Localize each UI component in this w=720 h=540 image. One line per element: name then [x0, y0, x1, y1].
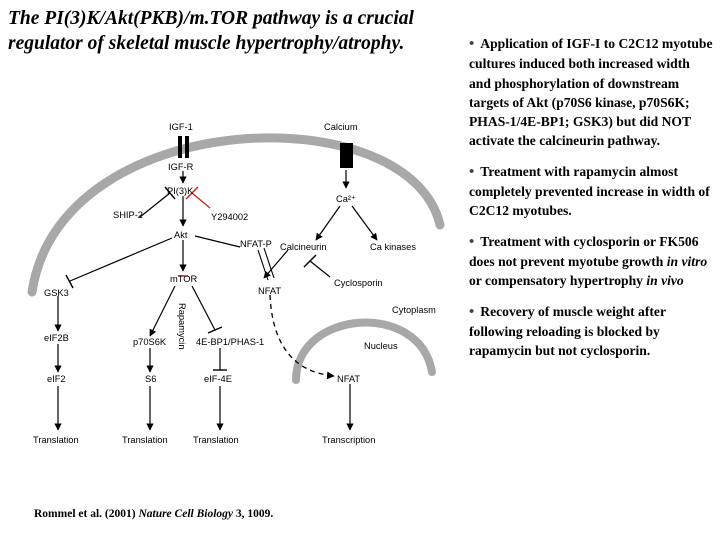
igf-receptor-bar-right — [185, 136, 189, 158]
arrow-nfat-nucleus-dashed — [269, 294, 335, 380]
bullet-item: •Application of IGF-I to C2C12 myotube c… — [469, 34, 714, 151]
label-cytoplasm: Cytoplasm — [392, 305, 436, 315]
bullet-dot-icon: • — [469, 36, 475, 52]
nuclear-envelope — [292, 318, 436, 384]
label-nucleus: Nucleus — [364, 341, 398, 351]
label-translation-2: Translation — [122, 435, 168, 445]
label-cyclosporin: Cyclosporin — [334, 278, 383, 288]
inhibit-y294002-bar — [185, 186, 199, 200]
citation-journal: Nature Cell Biology — [138, 508, 233, 520]
bullet-dot-icon: • — [469, 303, 475, 320]
bullet-dot-icon: • — [469, 233, 475, 250]
citation: Rommel et al. (2001) Nature Cell Biology… — [34, 508, 273, 520]
bullet-italic-term: in vitro — [666, 253, 708, 269]
label-eif4e: eIF-4E — [204, 374, 232, 384]
label-calcineurin: Calcineurin — [280, 242, 327, 252]
label-nfatp: NFAT-P — [240, 239, 272, 249]
label-transcription: Transcription — [322, 435, 375, 445]
citation-authors: Rommel et al. (2001) — [34, 508, 139, 520]
bullet-text: Treatment with cyclosporin or FK506 does… — [469, 233, 699, 269]
igf-receptor-bar-left — [178, 136, 182, 158]
label-p70s6k: p70S6K — [133, 337, 167, 347]
label-mtor: mTOR — [170, 274, 197, 284]
bullet-item: •Recovery of muscle weight after followi… — [469, 302, 714, 361]
label-y294002: Y294002 — [211, 212, 248, 222]
inhibit-mtor-4ebp1-bar — [207, 326, 223, 334]
label-calcium: Calcium — [324, 122, 358, 132]
pathway-diagram: IGF-1 Calcium IGF-R Ca²⁺ PI(3)K SHIP-2 Y… — [27, 122, 445, 445]
inhibit-ship2-pi3k-bar — [164, 186, 176, 200]
bullet-item: •Treatment with cyclosporin or FK506 doe… — [469, 232, 714, 291]
label-rapamycin: Rapamycin — [177, 303, 187, 350]
inhibit-akt-gsk3 — [69, 237, 173, 282]
label-4ebp1: 4E-BP1/PHAS-1 — [196, 337, 264, 347]
label-gsk3: GSK3 — [44, 288, 69, 298]
inhibit-mtor-4ebp1 — [191, 285, 216, 331]
bullet-text: Application of IGF-I to C2C12 myotube cu… — [469, 36, 713, 149]
label-translation-3: Translation — [193, 435, 239, 445]
citation-volume: 3, 1009. — [233, 508, 274, 520]
label-nfat: NFAT — [258, 286, 281, 296]
inhibit-akt-nfatp — [194, 235, 241, 248]
label-ca2: Ca²⁺ — [336, 194, 356, 204]
label-s6: S6 — [145, 374, 156, 384]
inhibit-cyclosporin-bar — [303, 254, 317, 268]
inhibit-akt-gsk3-bar — [65, 274, 74, 289]
label-igf1: IGF-1 — [169, 122, 193, 132]
label-translation-1: Translation — [33, 435, 79, 445]
bullet-italic-term: in vivo — [646, 273, 684, 289]
nfat-equilibrium-reverse — [263, 247, 275, 279]
cell-membrane — [27, 133, 445, 297]
arrow-calcineurin-nfat — [263, 249, 289, 279]
arrow-ca2-calcineurin — [315, 205, 341, 241]
label-ship2: SHIP-2 — [113, 210, 143, 220]
bullet-list: •Application of IGF-I to C2C12 myotube c… — [469, 34, 714, 371]
label-eif2b: eIF2B — [44, 333, 69, 343]
bullet-text: Treatment with rapamycin almost complete… — [469, 163, 710, 219]
bullet-dot-icon: • — [469, 163, 475, 180]
label-nfat-nucleus: NFAT — [337, 374, 360, 384]
arrow-ca2-cakinases — [351, 205, 378, 241]
inhibit-ship2-pi3k — [139, 192, 171, 218]
label-igfr: IGF-R — [168, 162, 194, 172]
inhibit-cyclosporin — [309, 260, 331, 278]
nfat-equilibrium-forward — [257, 249, 269, 281]
label-cakinases: Ca kinases — [370, 242, 416, 252]
label-pi3k: PI(3)K — [167, 186, 194, 196]
slide-title: The PI(3)K/Akt(PKB)/m.TOR pathway is a c… — [8, 8, 414, 54]
bullet-text: Recovery of muscle weight after followin… — [469, 303, 666, 359]
inhibit-y294002 — [191, 192, 211, 209]
bullet-text: or compensatory hypertrophy — [469, 273, 647, 289]
bullet-item: •Treatment with rapamycin almost complet… — [469, 162, 714, 221]
arrow-mtor-p70s6k — [149, 285, 176, 337]
label-eif2: eIF2 — [47, 374, 66, 384]
label-akt: Akt — [174, 230, 188, 240]
calcium-channel — [340, 143, 353, 168]
